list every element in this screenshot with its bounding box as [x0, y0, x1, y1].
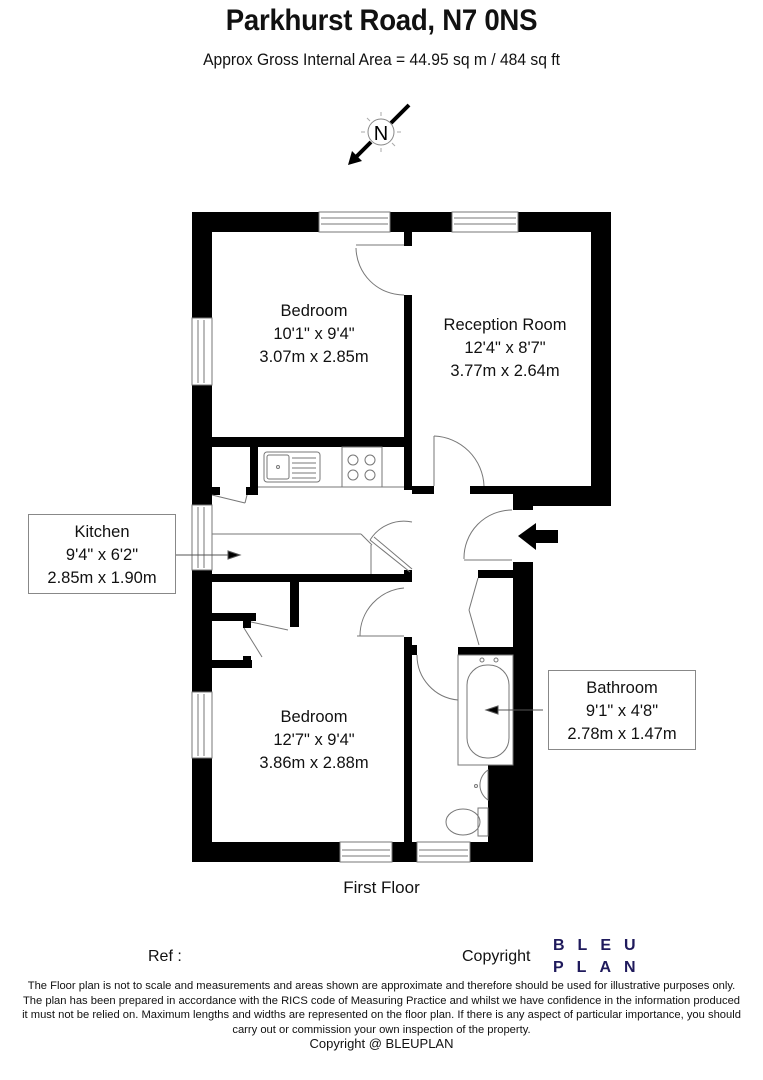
walls	[192, 212, 611, 862]
entrance-arrow-icon	[518, 523, 558, 550]
room-metric: 3.07m x 2.85m	[259, 348, 369, 366]
room-kitchen: Kitchen 9'4" x 6'2" 2.85m x 1.90m	[28, 514, 176, 594]
callout-leaders	[176, 550, 543, 715]
kitchen-fittings	[212, 446, 404, 574]
disclaimer: The Floor plan is not to scale and measu…	[22, 980, 741, 1036]
doors	[211, 244, 513, 701]
windows	[191, 211, 519, 863]
floor-name: First Floor	[343, 878, 420, 897]
svg-text:N: N	[374, 123, 388, 145]
room-imperial: 12'7" x 9'4"	[273, 731, 355, 749]
room-bathroom: Bathroom 9'1" x 4'8" 2.78m x 1.47m	[548, 670, 696, 750]
room-imperial: 9'4" x 6'2"	[65, 546, 139, 564]
room-imperial: 9'1" x 4'8"	[585, 702, 659, 720]
copyright-line: Copyright @ BLEUPLAN	[309, 1036, 454, 1051]
bathroom-fittings	[445, 654, 514, 837]
bleuplan-logo: BLEU PLAN	[553, 935, 649, 979]
north-arrow-icon: N	[348, 103, 411, 165]
logo-line-1: BLEU	[553, 937, 649, 954]
room-imperial: 12'4" x 8'7"	[464, 339, 546, 357]
gross-area: Approx Gross Internal Area = 44.95 sq m …	[203, 50, 560, 69]
room-name: Kitchen	[74, 523, 130, 541]
room-metric: 3.77m x 2.64m	[450, 362, 560, 380]
room-metric: 2.85m x 1.90m	[47, 569, 157, 587]
ref-label: Ref :	[148, 948, 182, 965]
room-metric: 3.86m x 2.88m	[259, 754, 369, 772]
room-metric: 2.78m x 1.47m	[567, 725, 677, 743]
room-name: Reception Room	[443, 316, 567, 334]
room-name: Bathroom	[586, 679, 658, 697]
room-reception: Reception Room 12'4" x 8'7" 3.77m x 2.64…	[420, 314, 590, 383]
page-title: Parkhurst Road, N7 0NS	[225, 4, 538, 37]
room-bedroom-1: Bedroom 10'1" x 9'4" 3.07m x 2.85m	[244, 300, 384, 369]
room-name: Bedroom	[280, 708, 348, 726]
copyright-label: Copyright	[462, 948, 531, 965]
logo-line-2: PLAN	[553, 959, 649, 976]
room-name: Bedroom	[280, 302, 348, 320]
room-bedroom-2: Bedroom 12'7" x 9'4" 3.86m x 2.88m	[244, 706, 384, 775]
room-imperial: 10'1" x 9'4"	[273, 325, 355, 343]
